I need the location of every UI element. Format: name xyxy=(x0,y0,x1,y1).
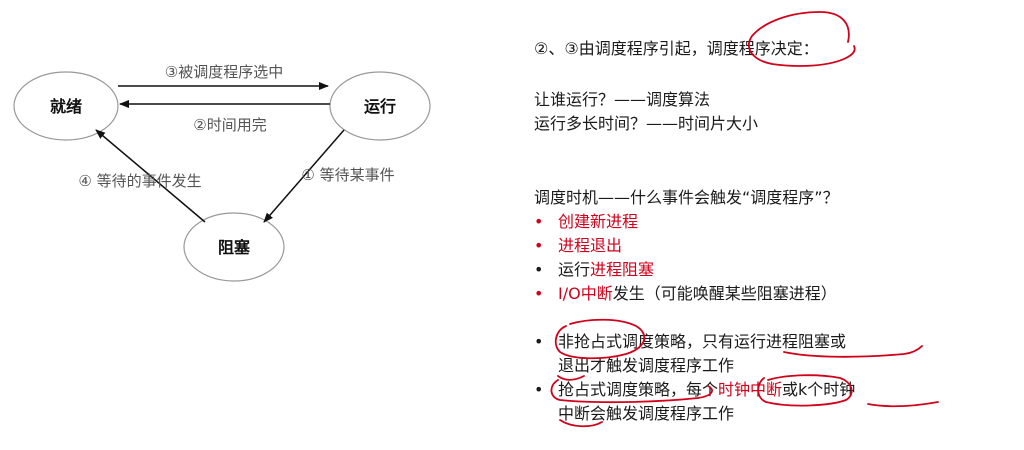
timing-item-text: 进程退出 xyxy=(558,236,623,255)
edge-running-to-blocked xyxy=(263,129,345,223)
state-blocked-label: 阻塞 xyxy=(218,238,251,257)
bullet-dot: • xyxy=(534,332,544,351)
bullet-dot: • xyxy=(534,260,544,279)
policy-text-part: 抢占式调度策略，每个 xyxy=(558,380,719,399)
bullet-dot: • xyxy=(534,284,544,303)
timing-item-create: • 创建新进程 xyxy=(534,210,638,234)
state-running-label: 运行 xyxy=(364,97,396,116)
policy-item-nonpreemptive: • 非抢占式调度策略，只有运行进程阻塞或 xyxy=(534,330,846,354)
timing-item-text: 创建新进程 xyxy=(558,212,639,231)
edge-label-timeslice: ②时间用完 xyxy=(193,116,266,134)
edge-blocked-to-ready xyxy=(95,129,206,223)
edge-label-selected: ③被调度程序选中 xyxy=(165,63,283,81)
who-runs-line: 让谁运行？——调度算法 xyxy=(534,90,711,109)
how-long-line: 运行多长时间？——时间片大小 xyxy=(534,114,759,133)
policy-text-line2: 退出才触发调度程序工作 xyxy=(558,356,735,375)
edge-label-event-done: ④ 等待的事件发生 xyxy=(78,172,201,190)
state-ready-label: 就绪 xyxy=(50,97,82,116)
policy-text-line1: 非抢占式调度策略，只有运行进程阻塞或 xyxy=(558,332,847,351)
notes-panel: ②、③由调度程序引起，调度程序决定： 让谁运行？——调度算法 运行多长时间？——… xyxy=(534,0,1014,450)
policy-text-part: 或k个时钟 xyxy=(782,380,856,399)
scheduler-intro: ②、③由调度程序引起，调度程序决定： xyxy=(534,39,819,58)
timing-item-exit: • 进程退出 xyxy=(534,234,622,258)
bullet-dot: • xyxy=(534,212,544,231)
edge-label-wait-event: ① 等待某事件 xyxy=(301,166,394,184)
timing-item-io: • I/O中断发生（可能唤醒某些阻塞进程） xyxy=(534,282,837,306)
timing-item-text: 发生（可能唤醒某些阻塞进程） xyxy=(612,284,837,303)
policy-text-line2: 中断会触发调度程序工作 xyxy=(558,404,735,423)
state-node-running: 运行 xyxy=(329,71,431,141)
bullet-dot: • xyxy=(534,236,544,255)
timing-item-text: 运行 xyxy=(558,260,591,279)
state-node-blocked: 阻塞 xyxy=(183,212,285,282)
timing-item-highlight: I/O中断 xyxy=(558,284,613,303)
timing-item-block: • 运行进程阻塞 xyxy=(534,258,654,282)
bullet-dot: • xyxy=(534,380,544,399)
timing-title: 调度时机——什么事件会触发“调度程序”？ xyxy=(534,188,839,207)
policy-text-highlight: 时钟中断 xyxy=(718,380,783,399)
state-node-ready: 就绪 xyxy=(13,71,119,141)
process-state-diagram: 就绪 运行 阻塞 ③被调度程序选中 ②时间用完 ① 等待某事件 ④ 等待的事件发… xyxy=(13,63,431,282)
timing-item-highlight: 进程阻塞 xyxy=(590,260,655,279)
policy-item-preemptive: • 抢占式调度策略，每个时钟中断或k个时钟 xyxy=(534,378,855,402)
